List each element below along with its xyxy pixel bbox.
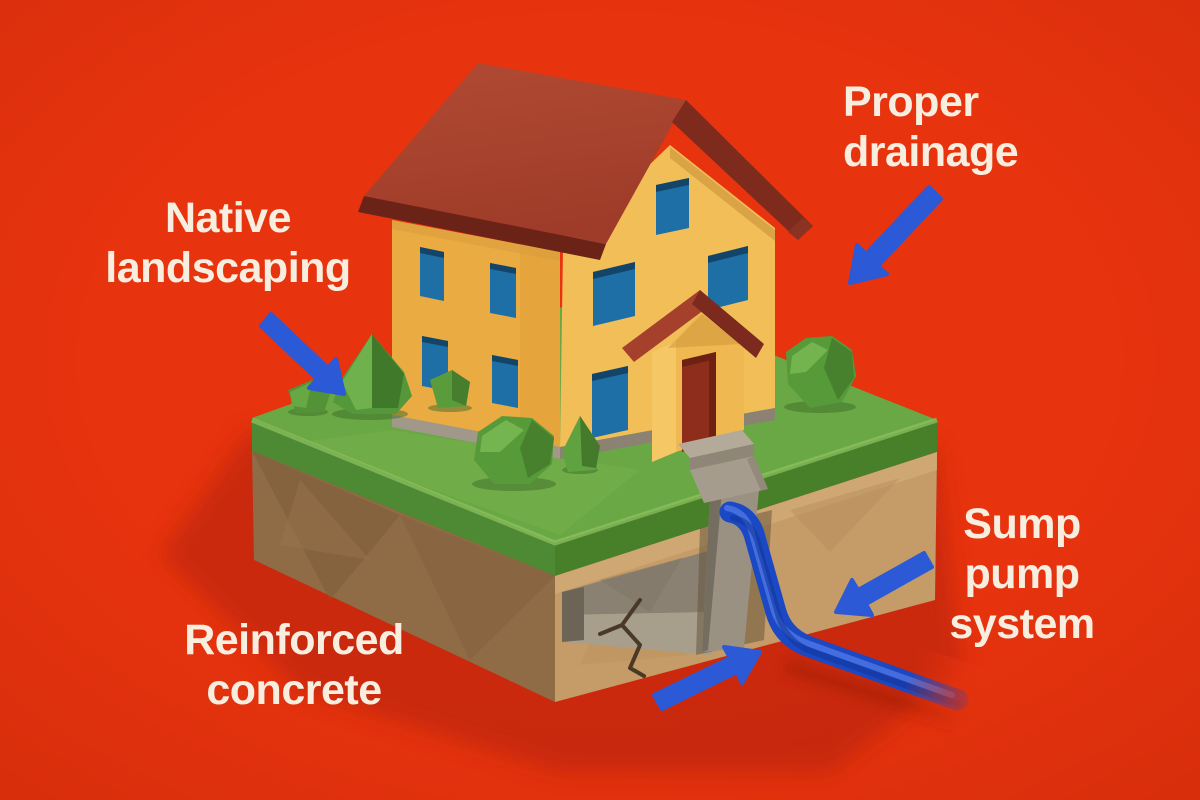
label-sump-pump-system: Sump pump system: [949, 500, 1095, 648]
label-native-landscaping: Native landscaping: [105, 194, 351, 292]
label-reinforced-concrete: Reinforced concrete: [184, 616, 404, 714]
label-proper-drainage: Proper drainage: [843, 78, 1019, 176]
